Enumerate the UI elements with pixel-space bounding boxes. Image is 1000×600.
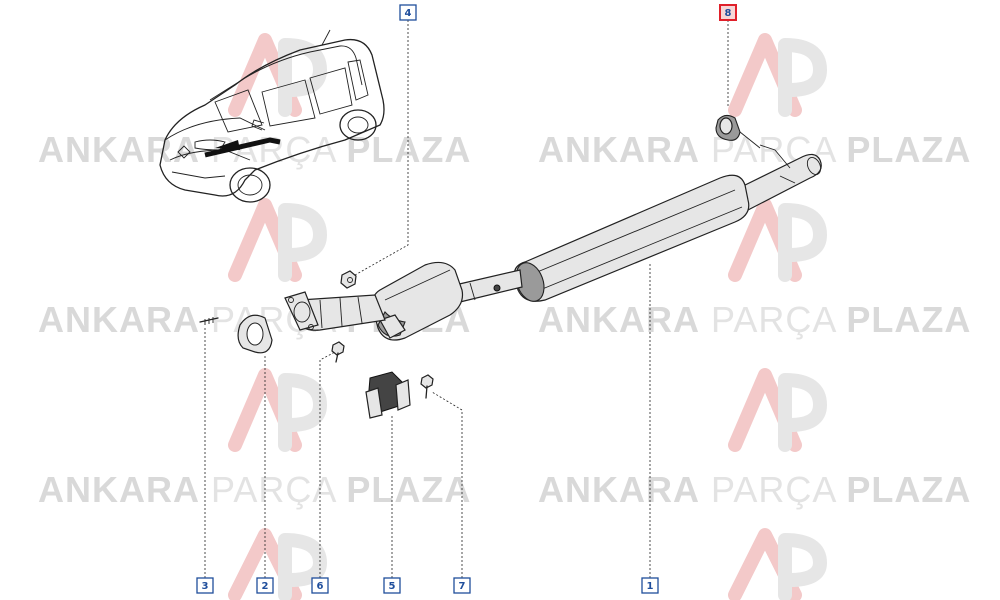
callout-label: 5 [389, 581, 396, 592]
watermark-text: ANKARA PARÇA PLAZA [538, 299, 971, 340]
watermark-logo-icon [228, 528, 327, 600]
bolt-7 [420, 374, 434, 399]
bolt-6 [331, 341, 345, 363]
leader-lines [204, 20, 729, 578]
callout-8[interactable]: 8 [719, 4, 737, 21]
watermark-logo-icon [228, 198, 327, 282]
nut-4 [340, 270, 357, 289]
watermark-text: ANKARA PARÇA PLAZA [38, 469, 471, 510]
callout-7[interactable]: 7 [453, 577, 471, 594]
callout-label: 4 [405, 8, 412, 19]
watermark-logo-icon [728, 368, 827, 452]
rubber-mount-5 [365, 371, 411, 419]
rubber-hanger-8 [715, 114, 761, 149]
callout-3[interactable]: 3 [196, 577, 214, 594]
exhaust-system [199, 114, 822, 419]
callout-1[interactable]: 1 [641, 577, 659, 594]
watermark-logo-icon [228, 33, 327, 117]
callout-5[interactable]: 5 [383, 577, 401, 594]
watermark-logo-icon [228, 368, 327, 452]
watermark-layer: ANKARA PARÇA PLAZA ANKARA PARÇA PLAZA AN… [38, 33, 971, 600]
callout-label: 6 [317, 581, 324, 592]
watermark-text: ANKARA PARÇA PLAZA [538, 129, 971, 170]
mid-pipe [454, 269, 523, 303]
watermark-logo-icon [728, 33, 827, 117]
main-muffler [513, 174, 750, 302]
callout-6[interactable]: 6 [311, 577, 329, 594]
watermark-text: ANKARA PARÇA PLAZA [538, 469, 971, 510]
callout-2[interactable]: 2 [256, 577, 274, 594]
callout-label: 1 [647, 581, 654, 592]
callout-label: 7 [459, 581, 466, 592]
watermark-logo-icon [728, 528, 827, 600]
watermark-text: ANKARA PARÇA PLAZA [38, 129, 471, 170]
callout-label: 3 [202, 581, 209, 592]
callout-label: 2 [262, 581, 269, 592]
gasket-2 [237, 314, 273, 354]
callout-label: 8 [725, 8, 732, 19]
callout-4[interactable]: 4 [399, 4, 417, 21]
stud-bolt-3 [199, 317, 219, 325]
tail-pipe [734, 153, 822, 211]
car-illustration [159, 29, 385, 203]
watermark-logo-icon [728, 198, 827, 282]
